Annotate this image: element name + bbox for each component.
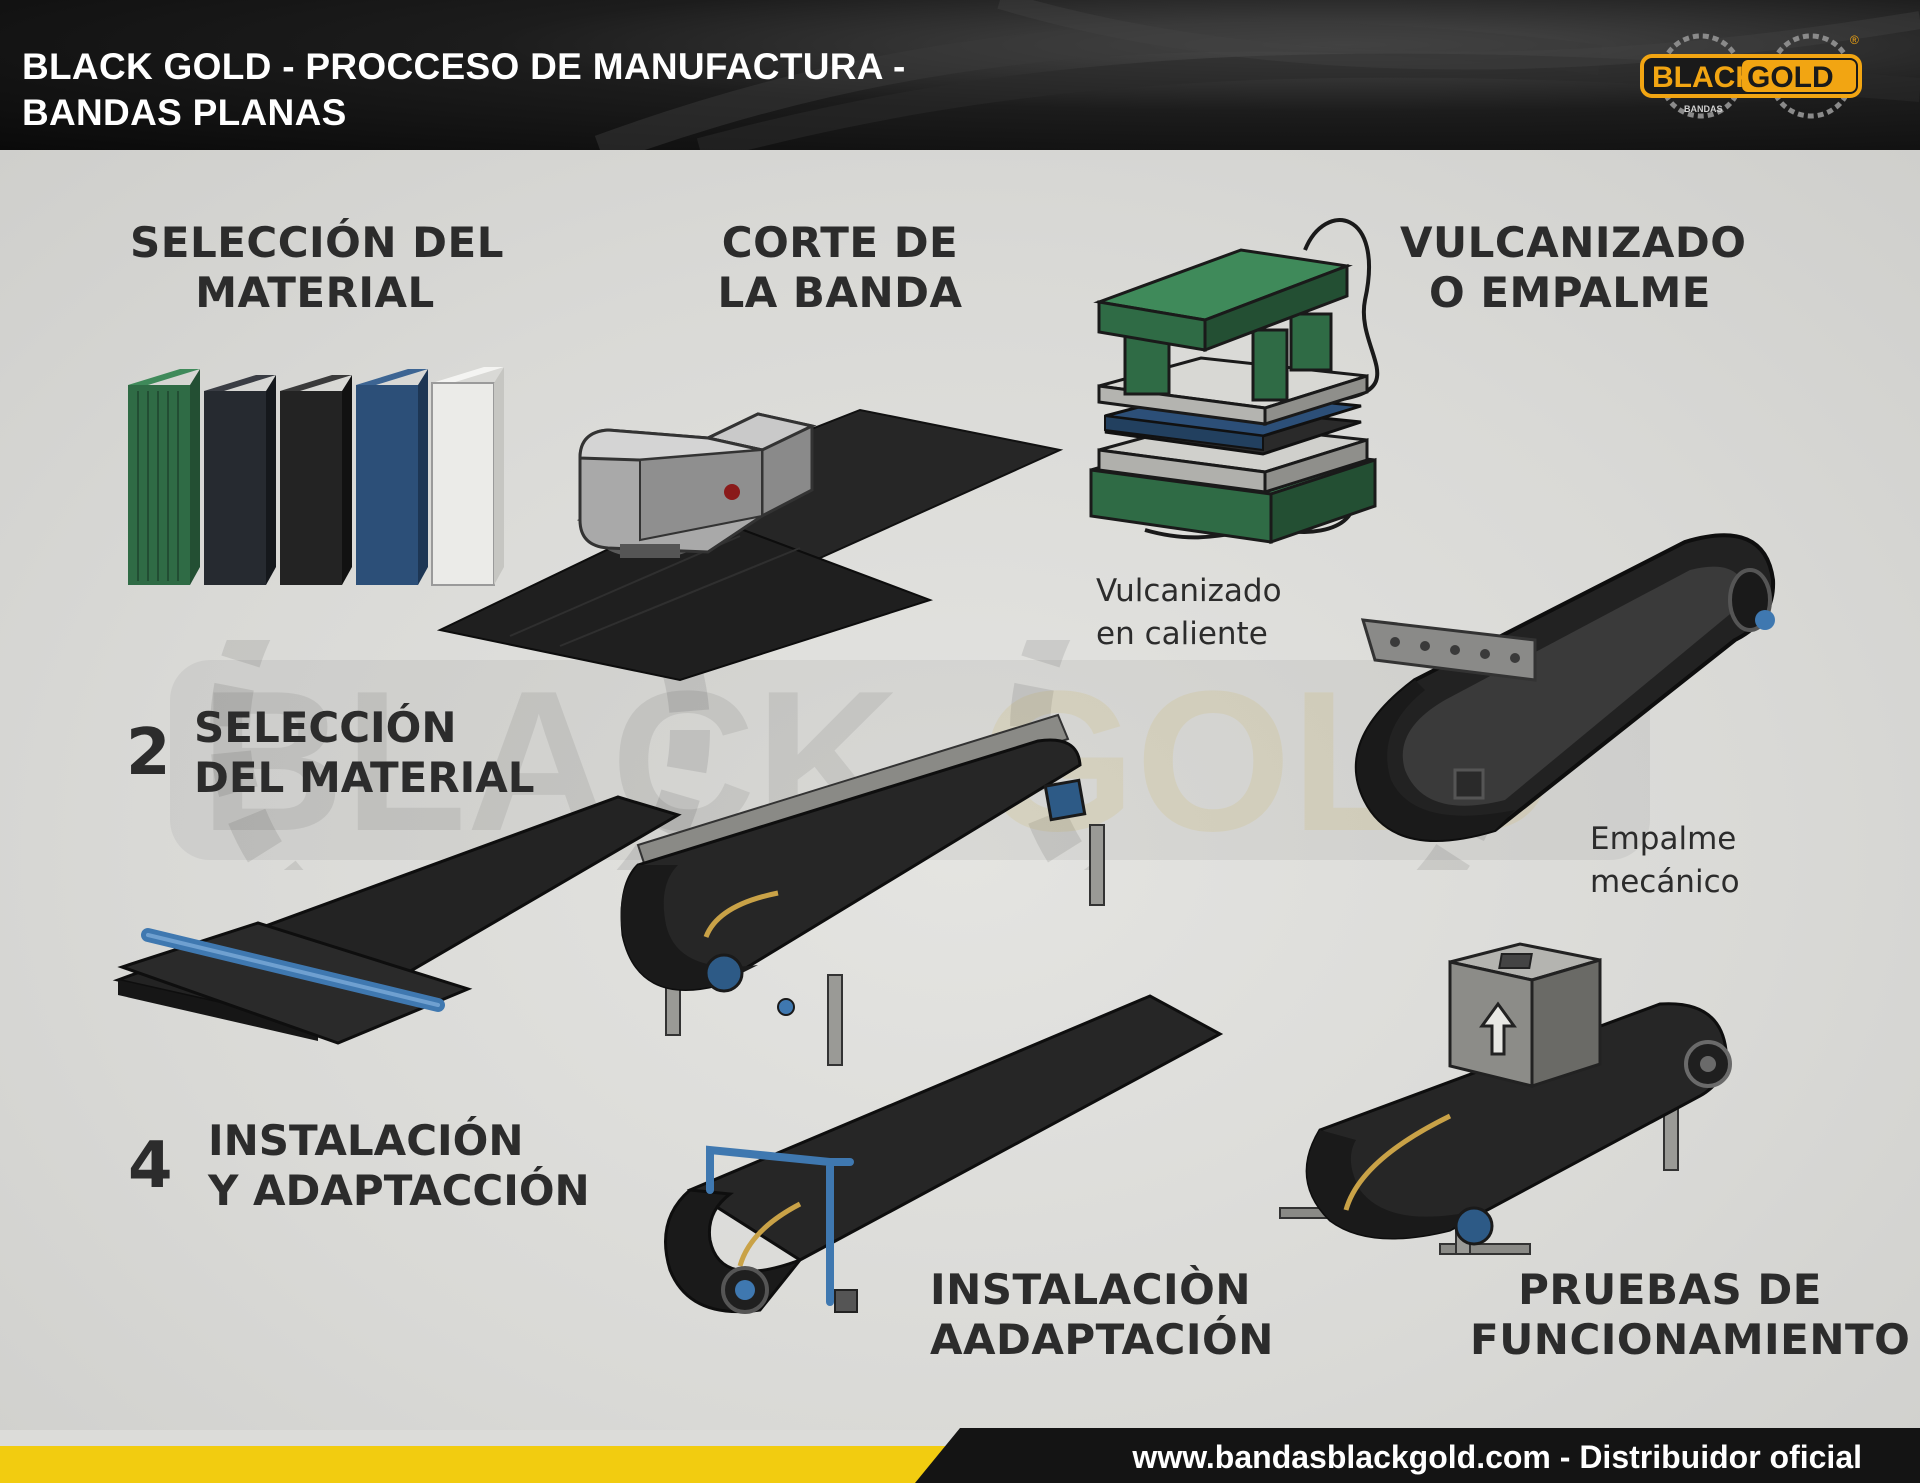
footer-dark-band <box>915 1428 1920 1483</box>
step-2-number: 2 <box>126 716 171 790</box>
splice-clip-bar <box>1360 618 1537 682</box>
press-top-plate <box>1093 248 1353 353</box>
step-4-line-2: Y ADAPTACCIÓN <box>208 1166 590 1215</box>
axle-cap-icon <box>704 953 744 993</box>
material-samples-illustration <box>128 367 504 586</box>
note-vulcanizado-line-2: en caliente <box>1096 616 1268 652</box>
step-pruebas-line-1: PRUEBAS DE <box>1518 1265 1822 1314</box>
note-empalme-line-2: mecánico <box>1590 864 1740 900</box>
black-gold-logo: BLACK GOLD BANDAS ® <box>1640 33 1862 119</box>
cutter-box-icon <box>578 412 817 558</box>
footer-website-text: www.bandasblackgold.com - Distribuidor o… <box>1132 1439 1862 1475</box>
material-black-sheet <box>280 375 352 585</box>
note-vulcanizado-caliente: Vulcanizado en caliente <box>1096 570 1282 656</box>
note-empalme-line-1: Empalme <box>1590 821 1737 857</box>
installation-belt <box>664 994 1224 1314</box>
step-pruebas-label: PRUEBAS DE FUNCIONAMIENTO <box>1470 1265 1911 1365</box>
step-corte-line-1: CORTE DE <box>721 218 959 267</box>
step-instalacion-line-1: INSTALACIÒN <box>930 1265 1251 1314</box>
mechanical-splice-belt-illustration <box>1354 533 1776 842</box>
step-corte-line-2: LA BANDA <box>717 268 963 317</box>
test-weight-block-icon <box>1448 942 1602 1089</box>
page-title: BLACK GOLD - PROCCESO DE MANUFACTURA - B… <box>22 44 906 136</box>
step-4-line-1: INSTALACIÓN <box>208 1116 524 1165</box>
logo-word-black: BLACK <box>1652 61 1757 94</box>
step-instalacion-line-2: AADAPTACIÓN <box>930 1315 1274 1364</box>
note-vulcanizado-line-1: Vulcanizado <box>1096 573 1282 609</box>
material-green-sheet <box>128 369 200 585</box>
step-2-label: 2 SELECCIÓN DEL MATERIAL <box>126 703 535 803</box>
footer-yellow-stripe <box>0 1446 960 1483</box>
axle-cap-icon <box>1755 610 1775 630</box>
step-vulcanizado-line-1: VULCANIZADO <box>1400 218 1747 267</box>
logo-word-gold: GOLD <box>1747 61 1834 94</box>
conveyor-belt-top <box>620 738 1087 1016</box>
step-4-label: 4 INSTALACIÓN Y ADAPTACCIÓN <box>128 1116 590 1216</box>
testing-belt <box>1305 1002 1732 1246</box>
step-vulcanizado-label: VULCANIZADO O EMPALME <box>1400 218 1747 318</box>
step-2-line-1: SELECCIÓN <box>194 703 457 752</box>
logo-registered: ® <box>1850 33 1859 47</box>
material-blue-sheet <box>356 369 428 585</box>
step-corte-label: CORTE DE LA BANDA <box>690 218 990 318</box>
step-instalacion-label: INSTALACIÒN AADAPTACIÓN <box>930 1265 1274 1365</box>
step-4-number: 4 <box>128 1129 173 1203</box>
material-dark-grey-sheet <box>204 375 276 585</box>
vulcanizing-press-illustration <box>1089 218 1380 545</box>
logo-sub: BANDAS <box>1684 104 1723 114</box>
material-white-sheet <box>431 367 504 586</box>
page-title-line-1: BLACK GOLD - PROCCESO DE MANUFACTURA - <box>22 46 906 87</box>
step-seleccion-line-2: MATERIAL <box>195 268 435 317</box>
fabrication-conveyor-illustration <box>112 713 1105 1066</box>
step-seleccion-label: SELECCIÓN DEL MATERIAL <box>130 218 504 318</box>
step-vulcanizado-line-2: O EMPALME <box>1429 268 1711 317</box>
installation-conveyor-illustration <box>664 994 1224 1314</box>
step-pruebas-line-2: FUNCIONAMIENTO <box>1470 1315 1911 1364</box>
page-title-line-2: BANDAS PLANAS <box>22 92 347 133</box>
step-seleccion-line-1: SELECCIÓN DEL <box>130 218 504 267</box>
roller-rod-icon <box>141 928 445 1012</box>
cutting-machine-illustration <box>436 408 1064 682</box>
testing-conveyor-illustration <box>1279 942 1732 1255</box>
arrow-up-icon <box>1479 1001 1517 1056</box>
footer-bar: www.bandasblackgold.com - Distribuidor o… <box>0 1428 1920 1483</box>
splice-belt-loop <box>1354 533 1776 842</box>
installation-guide-bar-icon <box>706 1145 854 1306</box>
indicator-light-icon <box>724 484 740 500</box>
header-bar: BLACK GOLD - PROCCESO DE MANUFACTURA - B… <box>0 0 1920 150</box>
step-2-line-2: DEL MATERIAL <box>194 753 535 802</box>
note-empalme-mecanico: Empalme mecánico <box>1590 818 1740 904</box>
axle-cap-icon <box>1454 1206 1494 1246</box>
installation-axle-nut <box>834 1289 858 1313</box>
